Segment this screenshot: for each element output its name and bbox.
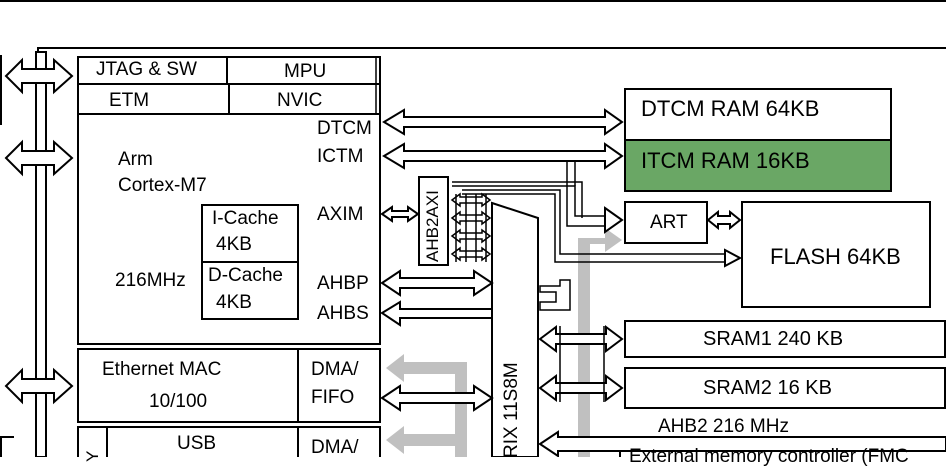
nvic-label: NVIC <box>277 90 323 111</box>
sram2-label: SRAM2 16 KB <box>703 377 832 399</box>
ahb2-bus-arrow <box>538 430 946 457</box>
gray-buses <box>386 228 622 457</box>
flash-box <box>741 201 931 308</box>
tcm-arrows <box>382 108 624 170</box>
flash-label: FLASH 64KB <box>770 244 901 269</box>
itcm-ram-label: ITCM RAM 16KB <box>641 148 810 173</box>
usb-label: USB <box>177 433 217 454</box>
art-box <box>624 201 708 244</box>
port-ahbs: AHBS <box>317 303 369 324</box>
ahbs-arrow <box>380 300 493 327</box>
core-name-line2: Cortex-M7 <box>118 175 207 196</box>
dtcm-ram-label: DTCM RAM 64KB <box>641 96 820 121</box>
icache-line2: 4KB <box>216 234 252 255</box>
ethernet-dma-arrow <box>380 384 494 412</box>
dcache-box <box>201 261 299 320</box>
bridge-verticals <box>455 194 487 262</box>
icache-box <box>201 204 299 263</box>
dtcm-ram-box <box>624 88 892 141</box>
sram1-label: SRAM1 240 KB <box>703 328 844 350</box>
axim-arrow <box>380 205 420 223</box>
ahbp-arrow <box>380 269 494 297</box>
dma-line1: DMA/ <box>311 359 359 380</box>
sram-verticals <box>559 326 605 402</box>
fmc-label: External memory controller (FMC <box>629 446 909 467</box>
matrix-loop <box>539 279 571 311</box>
ethernet-line2: 10/100 <box>149 391 208 412</box>
ethernet-box <box>77 348 381 423</box>
art-input-arrow <box>604 206 624 234</box>
port-ahbp: AHBP <box>317 273 369 294</box>
bus-matrix-label: RIX 11S8M <box>501 362 522 458</box>
ahb2axi-label: AHB2AXI <box>423 190 442 262</box>
sram-arrows <box>538 325 624 402</box>
icache-line1: I-Cache <box>212 208 279 229</box>
left-system-bus <box>35 51 47 457</box>
art-flash-arrow <box>706 209 742 231</box>
port-axim: AXIM <box>317 204 364 225</box>
core-name-line1: Arm <box>118 149 153 170</box>
port-ictm: ICTM <box>317 146 364 167</box>
flash-input-arrow <box>724 248 743 268</box>
ahb2axi-box <box>418 176 449 266</box>
diagram-canvas <box>0 0 946 457</box>
left-arrows <box>4 57 74 405</box>
core-freq: 216MHz <box>115 270 186 291</box>
mpu-label: MPU <box>284 61 327 82</box>
usb-side-label: Y <box>83 450 102 462</box>
itcm-ram-box <box>624 139 892 192</box>
usb-box <box>77 426 381 457</box>
usb-dma-label: DMA/ <box>311 437 359 458</box>
etm-label: ETM <box>109 90 150 111</box>
art-label: ART <box>650 212 688 233</box>
port-dtcm: DTCM <box>317 118 372 139</box>
sram2-box <box>624 367 946 409</box>
ethernet-line1: Ethernet MAC <box>102 359 222 380</box>
bus-matrix <box>491 201 539 457</box>
routing-lines <box>452 161 725 263</box>
dcache-line2: 4KB <box>216 292 252 313</box>
ahb2-label: AHB2 216 MHz <box>658 416 789 437</box>
bridge-arrows <box>450 192 492 262</box>
sram1-box <box>624 320 946 358</box>
jtag-label: JTAG & SW <box>96 59 197 80</box>
dma-line2: FIFO <box>311 387 355 408</box>
dcache-line1: D-Cache <box>208 265 283 286</box>
